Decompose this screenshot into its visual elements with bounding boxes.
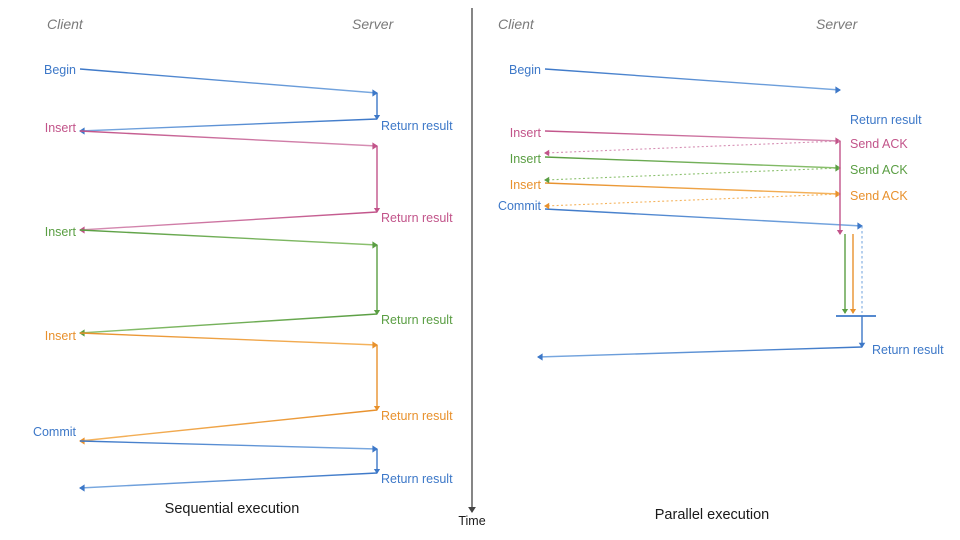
- activation-arrowhead-sequential-4: [373, 469, 381, 474]
- request-arrowhead-sequential-2: [372, 241, 378, 249]
- final-response-arrowhead-parallel: [537, 353, 543, 361]
- response-arrow-sequential-2: [79, 313, 378, 334]
- message-label-sequential-2: Insert: [44, 121, 76, 135]
- message-label-sequential-5: Return result: [381, 313, 453, 327]
- request-arrowhead-sequential-1: [372, 142, 378, 150]
- lifeline-header-server-parallel: Server: [816, 16, 858, 32]
- message-label-sequential-3: Return result: [381, 211, 453, 225]
- panel-caption-sequential: Sequential execution: [164, 501, 300, 517]
- lifeline-header-client-parallel: Client: [498, 16, 534, 32]
- message-label-sequential-6: Insert: [44, 329, 76, 343]
- response-arrow-sequential-0: [79, 118, 378, 132]
- final-response-arrow-parallel: [537, 346, 863, 358]
- request-arrow-sequential-4: [79, 440, 378, 450]
- response-arrow-sequential-3: [79, 409, 378, 442]
- request-arrow-sequential-1: [79, 130, 378, 147]
- request-arrow-sequential-0: [79, 68, 378, 94]
- panel-caption-parallel: Parallel execution: [654, 507, 770, 523]
- server-thread-arrowhead-parallel-2: [849, 309, 857, 314]
- request-arrow-parallel-3: [544, 182, 841, 195]
- activation-arrowhead-sequential-0: [373, 115, 381, 120]
- ack-arrowhead-parallel-0: [544, 149, 550, 157]
- message-label-sequential-4: Insert: [44, 225, 76, 239]
- ack-arrow-parallel-0: [544, 140, 841, 154]
- request-arrow-parallel-2: [544, 156, 841, 169]
- ack-arrow-parallel-2: [544, 193, 841, 207]
- message-label-parallel-5: Send ACK: [850, 163, 908, 177]
- request-arrowhead-sequential-0: [372, 89, 378, 97]
- message-label-parallel-9: Return result: [872, 343, 944, 357]
- activation-arrowhead-sequential-2: [373, 310, 381, 315]
- response-arrow-sequential-4: [79, 472, 378, 489]
- request-arrow-parallel-0: [544, 68, 841, 91]
- time-axis-label: Time: [458, 514, 486, 528]
- request-arrowhead-parallel-0: [835, 86, 841, 94]
- message-label-sequential-0: Begin: [44, 63, 76, 77]
- message-label-parallel-2: Insert: [509, 126, 541, 140]
- response-arrowhead-sequential-4: [79, 484, 85, 492]
- message-label-parallel-1: Return result: [850, 113, 922, 127]
- lifeline-header-client-sequential: Client: [47, 16, 83, 32]
- ack-arrow-parallel-1: [544, 167, 841, 181]
- message-label-parallel-8: Commit: [497, 199, 541, 213]
- message-label-parallel-7: Send ACK: [850, 189, 908, 203]
- request-arrow-parallel-4: [544, 208, 863, 227]
- message-label-parallel-6: Insert: [509, 178, 541, 192]
- request-arrow-sequential-3: [79, 332, 378, 346]
- activation-arrowhead-sequential-1: [373, 208, 381, 213]
- message-label-sequential-7: Return result: [381, 409, 453, 423]
- activation-arrowhead-sequential-3: [373, 406, 381, 411]
- final-activation-arrowhead-parallel: [858, 342, 866, 348]
- message-label-parallel-3: Send ACK: [850, 137, 908, 151]
- message-label-parallel-4: Insert: [509, 152, 541, 166]
- message-label-sequential-1: Return result: [381, 119, 453, 133]
- response-arrow-sequential-1: [79, 211, 378, 231]
- request-arrowhead-sequential-4: [372, 445, 378, 453]
- request-arrowhead-parallel-4: [857, 222, 863, 230]
- ack-arrowhead-parallel-1: [544, 176, 550, 184]
- server-thread-arrowhead-parallel-1: [841, 309, 849, 314]
- message-label-parallel-0: Begin: [509, 63, 541, 77]
- lifeline-header-server-sequential: Server: [352, 16, 394, 32]
- time-axis-arrowhead: [468, 507, 476, 513]
- request-arrow-parallel-1: [544, 130, 841, 142]
- server-thread-arrowhead-parallel-0: [836, 230, 844, 235]
- ack-arrowhead-parallel-2: [544, 202, 550, 210]
- request-arrowhead-sequential-3: [372, 341, 378, 349]
- message-label-sequential-9: Return result: [381, 472, 453, 486]
- message-label-sequential-8: Commit: [32, 425, 76, 439]
- request-arrow-sequential-2: [79, 229, 378, 246]
